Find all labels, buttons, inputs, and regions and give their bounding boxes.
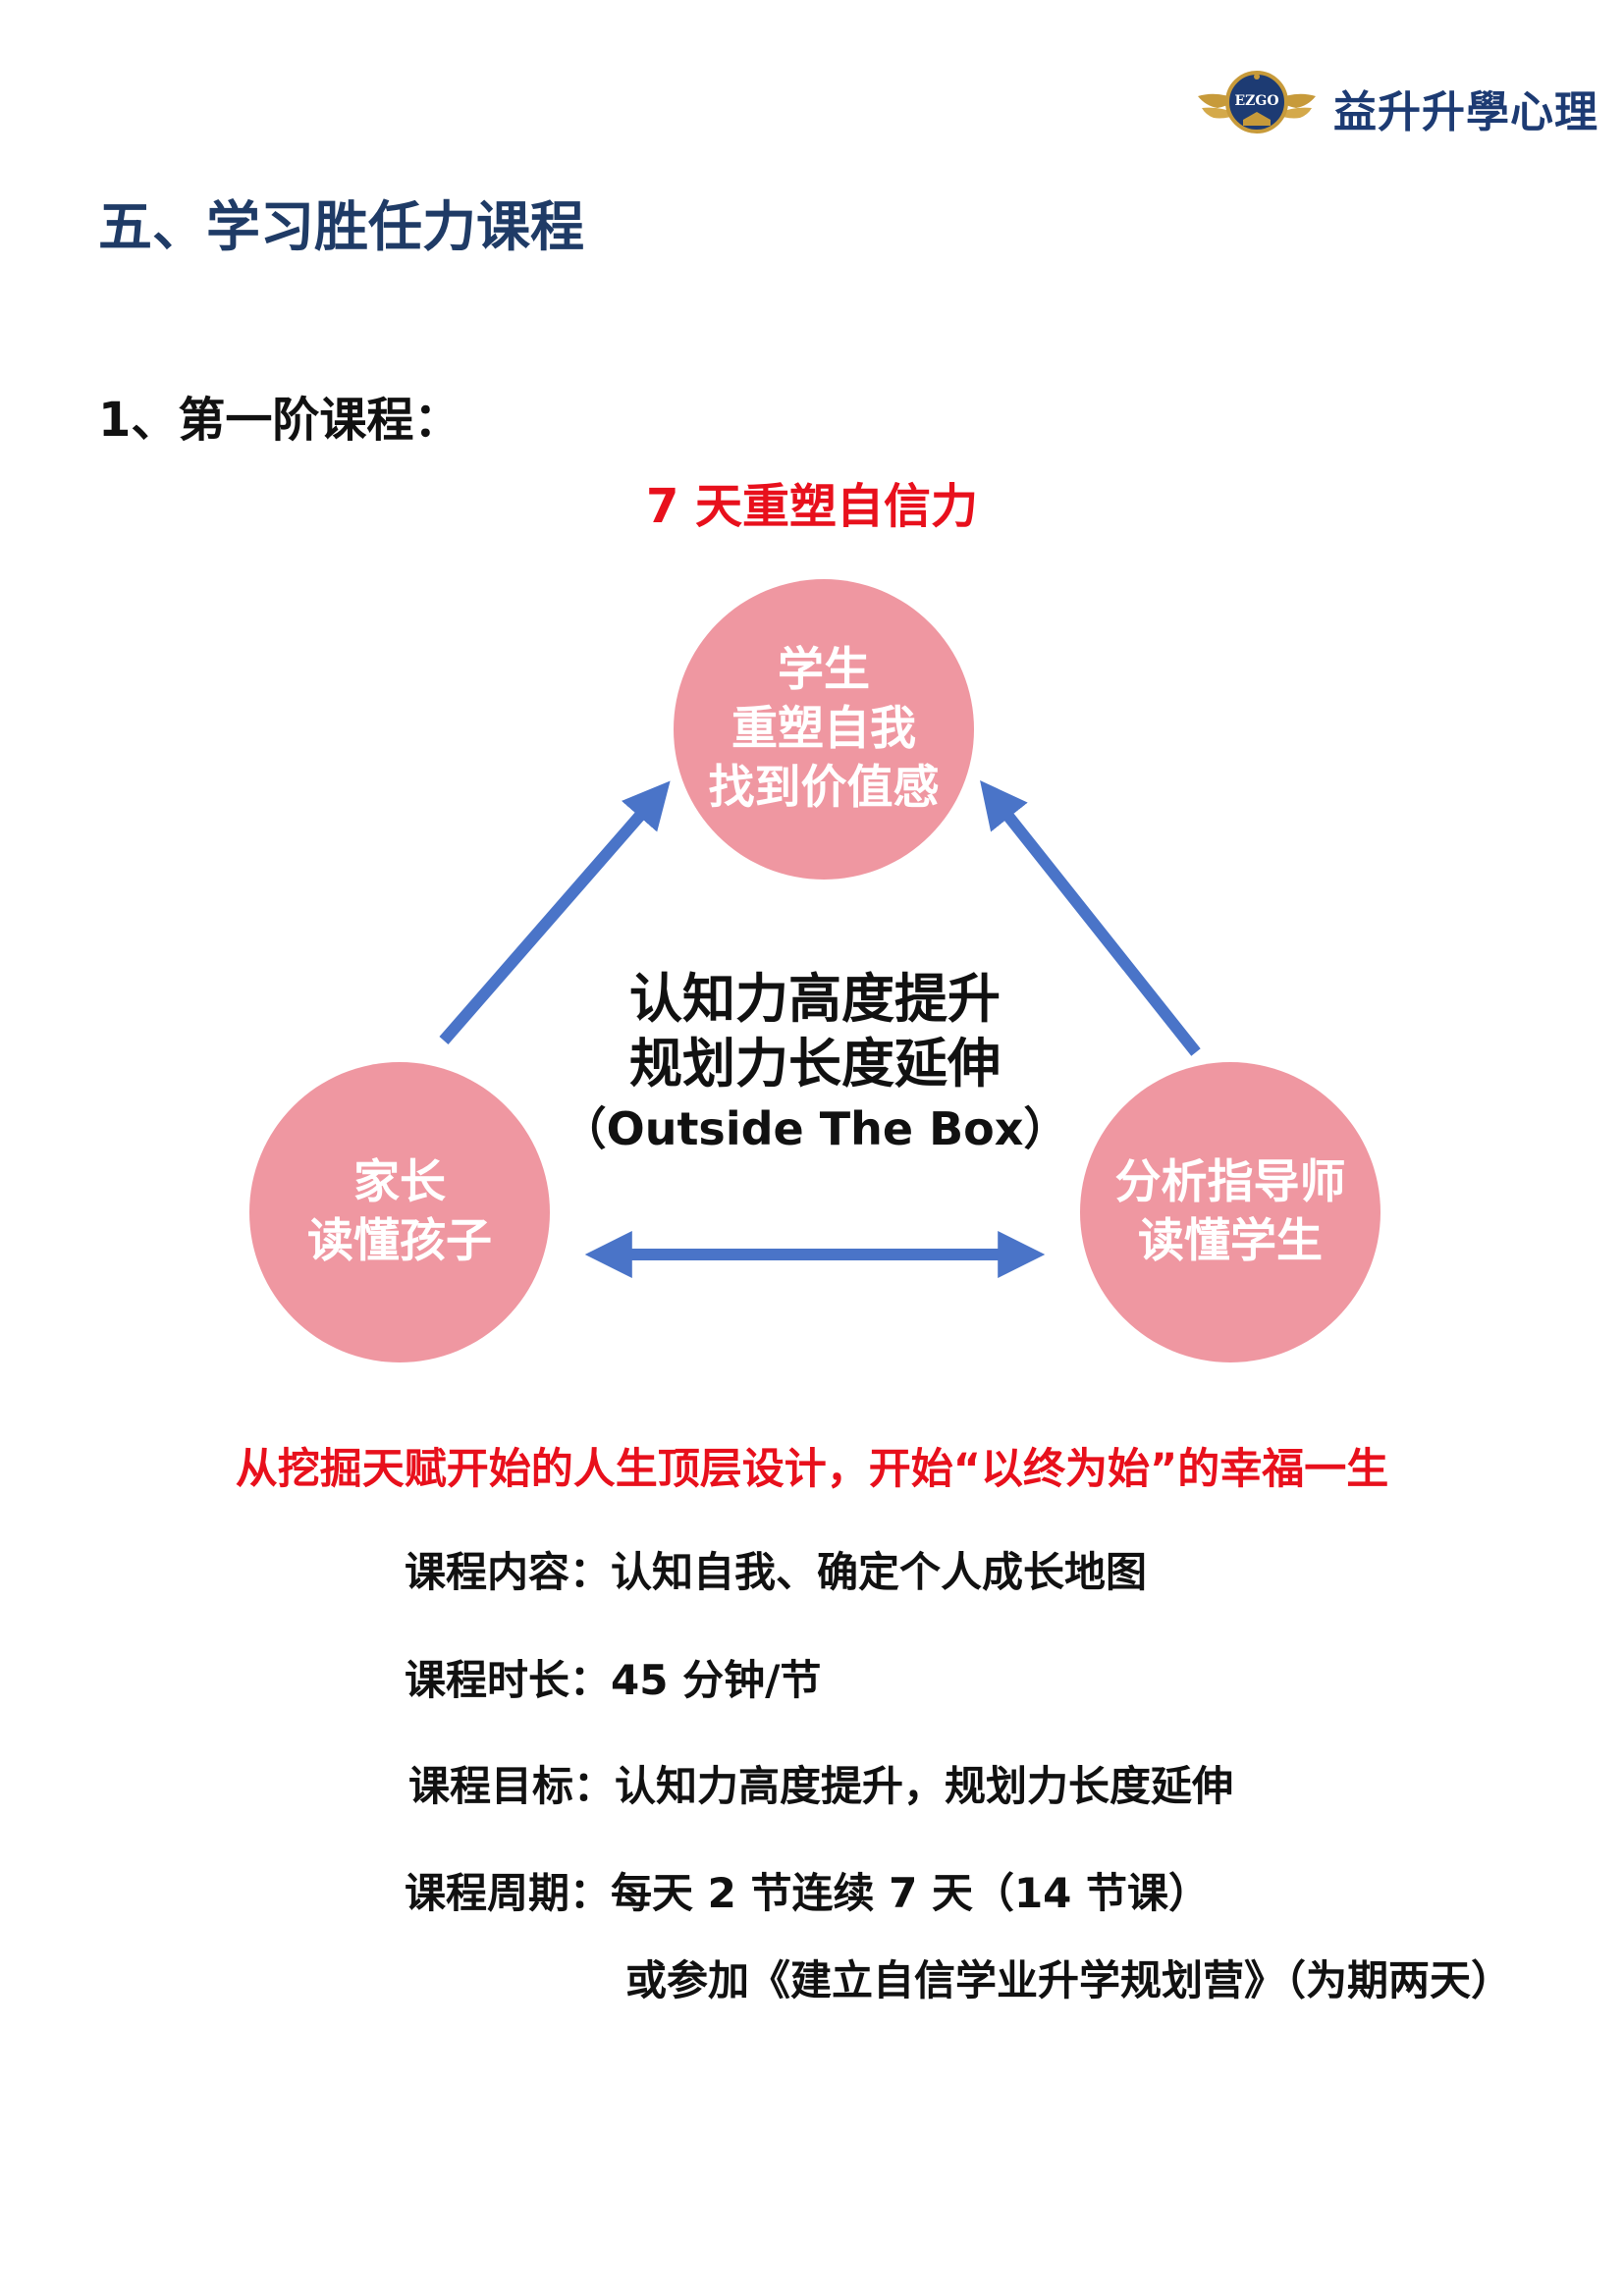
parent-circle-line: 家长 (353, 1154, 446, 1209)
arrow-parent-to-student (439, 780, 671, 1044)
course-name-title: 7 天重塑自信力 (645, 479, 979, 534)
brand-name: 益升升學心理 (1333, 87, 1598, 137)
detail-duration: 课程时长：45 分钟/节 (405, 1647, 821, 1707)
parent-circle: 家长 读懂孩子 (249, 1062, 550, 1362)
student-circle-line: 重塑自我 (731, 701, 916, 756)
detail-content: 课程内容：认知自我、确定个人成长地图 (405, 1539, 1147, 1599)
detail-label: 课程内容： (405, 1548, 612, 1596)
detail-cycle-extra: 或参加《建立自信学业升学规划营》（为期两天） (625, 1956, 1513, 2004)
brand-logo: EZGO 益升升學心理 (1188, 61, 1597, 149)
detail-label: 课程周期： (405, 1869, 612, 1917)
student-circle-line: 学生 (778, 642, 870, 697)
detail-value: 每天 2 节连续 7 天（14 节课） (611, 1869, 1211, 1917)
detail-value: 认知自我、确定个人成长地图 (611, 1548, 1148, 1596)
student-circle: 学生 重塑自我 找到价值感 (674, 579, 974, 880)
parent-circle-line: 读懂孩子 (307, 1214, 492, 1268)
emblem-text: EZGO (1234, 93, 1278, 109)
arrow-advisor-to-student (980, 779, 1201, 1056)
center-line-planning: 规划力长度延伸 (629, 1033, 1001, 1095)
advisor-circle-line: 分析指导师 (1114, 1154, 1346, 1209)
section-title: 五、学习胜任力课程 (98, 195, 585, 258)
center-line-cognition: 认知力高度提升 (629, 968, 1001, 1030)
detail-value: 45 分钟/节 (611, 1656, 822, 1704)
student-circle-line: 找到价值感 (708, 761, 940, 816)
ezgo-emblem-icon: EZGO (1198, 71, 1316, 133)
slogan: 从挖掘天赋开始的人生顶层设计，开始“以终为始”的幸福一生 (235, 1445, 1389, 1494)
course-level-title: 1、第一阶课程： (98, 393, 461, 448)
detail-cycle: 课程周期：每天 2 节连续 7 天（14 节课） (405, 1860, 1210, 1920)
detail-label: 课程目标： (408, 1762, 616, 1810)
advisor-circle-line: 读懂学生 (1138, 1214, 1323, 1268)
detail-goal: 课程目标：认知力高度提升，规划力长度延伸 (408, 1753, 1233, 1813)
advisor-circle: 分析指导师 读懂学生 (1080, 1062, 1380, 1362)
detail-label: 课程时长： (405, 1656, 612, 1704)
diagram-center-text: 认知力高度提升 规划力长度延伸 （Outside The Box） (520, 967, 1110, 1161)
detail-value: 认知力高度提升，规划力长度延伸 (615, 1762, 1234, 1810)
center-line-outside-the-box: （Outside The Box） (561, 1102, 1069, 1155)
